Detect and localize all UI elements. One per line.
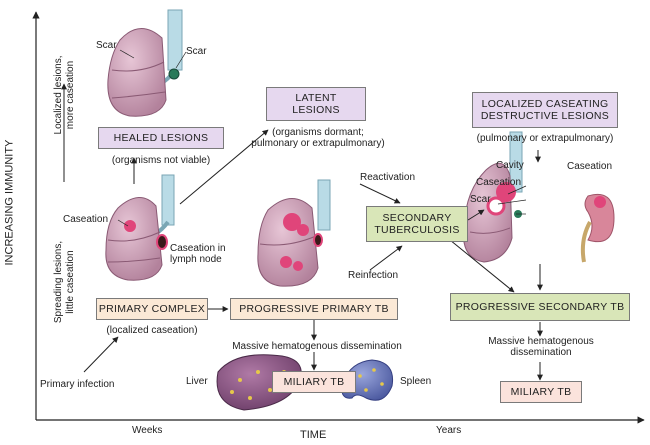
y-axis-upper-label: Localized lesions, more caseation [53,55,76,135]
arrow-to-latent [179,129,269,205]
miliary-tb-box-2: MILIARY TB [500,381,582,403]
caseation-label: Caseation [63,214,109,225]
spleen-label: Spleen [400,376,432,387]
scar-label-right: Scar [186,46,207,57]
miliary-tb-box-1: MILIARY TB [272,371,356,393]
primary-complex-lung-illustration [105,174,175,281]
cavity-label: Cavity [496,160,524,171]
latent-lesions-box: LATENT LESIONS [266,87,366,121]
latent-lesions-note: (organisms dormant; pulmonary or extrapu… [251,127,385,149]
arrow-reactivation [359,183,401,204]
progressive-primary-lung-illustration [257,179,331,287]
massive-dissemination-label-2: Massive hematogenous dissemination [488,336,594,358]
primary-infection-label: Primary infection [40,379,115,390]
arrow-primary-infection [83,336,119,373]
scar-label-3: Scar [470,194,491,205]
secondary-tb-box: SECONDARY TUBERCULOSIS [366,206,468,242]
primary-complex-box: PRIMARY COMPLEX [96,298,208,320]
secondary-tb-lung-illustration [462,131,523,263]
scar-label-left: Scar [96,40,117,51]
x-axis-label: TIME [300,429,327,441]
x-weeks-label: Weeks [132,425,163,436]
arrow-secondary-to-lung [467,209,485,221]
caseation-lymph-label: Caseation in lymph node [170,243,226,265]
kidney-illustration [580,193,615,263]
y-axis-lower-label: Spreading lesions, little caseation [53,240,76,324]
progressive-secondary-box: PROGRESSIVE SECONDARY TB [450,293,630,321]
x-years-label: Years [436,425,462,436]
healed-lesions-box: HEALED LESIONS [98,127,224,149]
massive-dissemination-label-1: Massive hematogenous dissemination [232,341,402,352]
localized-caseating-box: LOCALIZED CASEATING DESTRUCTIVE LESIONS [472,92,618,128]
liver-label: Liver [186,376,208,387]
reinfection-label: Reinfection [348,270,399,281]
healed-lesions-note: (organisms not viable) [111,155,211,166]
arrow-secondary-to-progressive [449,239,515,293]
y-axis-label: INCREASING IMMUNITY [3,139,16,266]
primary-complex-note: (localized caseation) [106,325,198,336]
caseation-label-2: Caseation [476,177,522,188]
localized-caseating-note: (pulmonary or extrapulmonary) [476,133,614,144]
caseation-kidney-label: Caseation [567,161,613,172]
healed-lung-illustration [107,9,183,117]
reactivation-label: Reactivation [360,172,416,183]
progressive-primary-box: PROGRESSIVE PRIMARY TB [230,298,398,320]
arrow-reinfection [369,245,403,271]
